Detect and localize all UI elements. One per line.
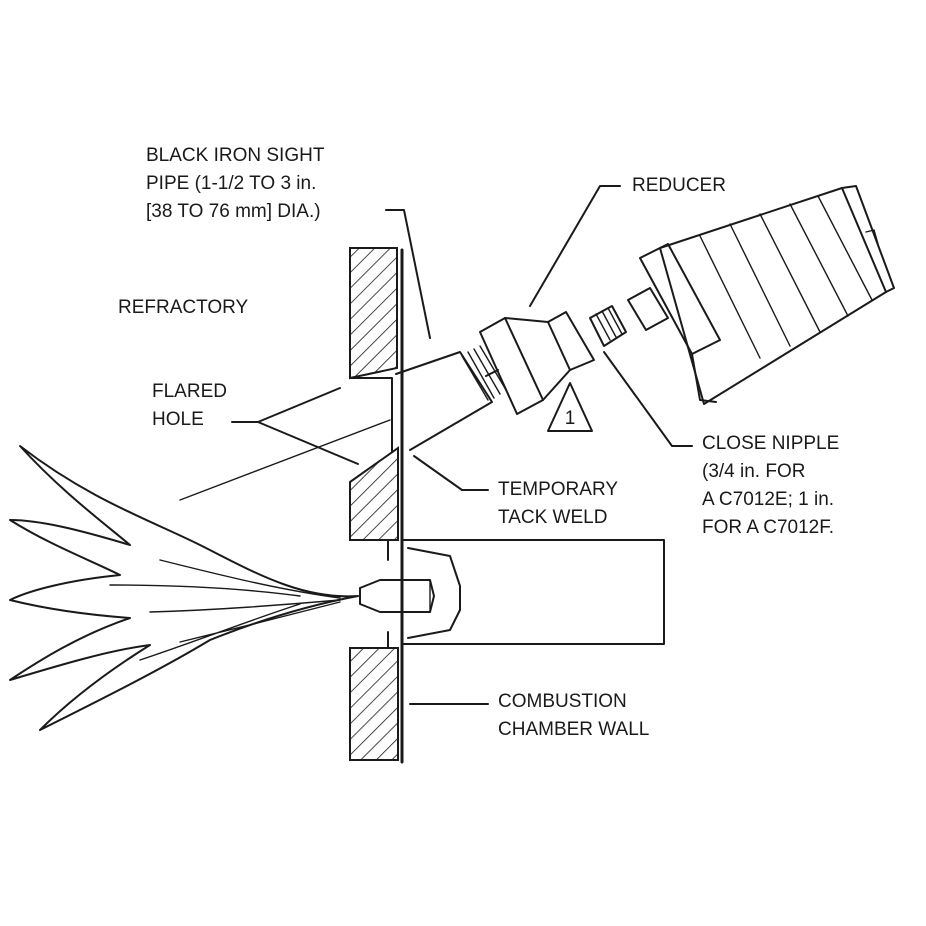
close-nipple — [589, 305, 627, 347]
refractory-wall — [349, 247, 399, 761]
reducer — [479, 311, 595, 415]
burner-nozzle — [359, 539, 665, 645]
leader-lines — [179, 185, 693, 705]
sight-pipe — [395, 345, 507, 451]
note-triangle — [547, 382, 593, 432]
leader-flared-hole-lower — [257, 421, 359, 465]
pipe-axis-line — [179, 419, 391, 501]
label-refractory: REFRACTORY — [118, 297, 249, 318]
flared-hole — [349, 377, 393, 453]
leader-tack-weld — [413, 455, 489, 491]
leader-close-nipple — [603, 351, 693, 447]
leader-reducer — [529, 185, 621, 307]
leader-sight-pipe — [385, 209, 431, 339]
label-reducer: REDUCER — [632, 175, 726, 196]
flame-detector — [627, 185, 895, 405]
note-marker: 1 — [565, 408, 576, 429]
flame — [9, 445, 359, 731]
leader-flared-hole-upper — [231, 387, 341, 423]
